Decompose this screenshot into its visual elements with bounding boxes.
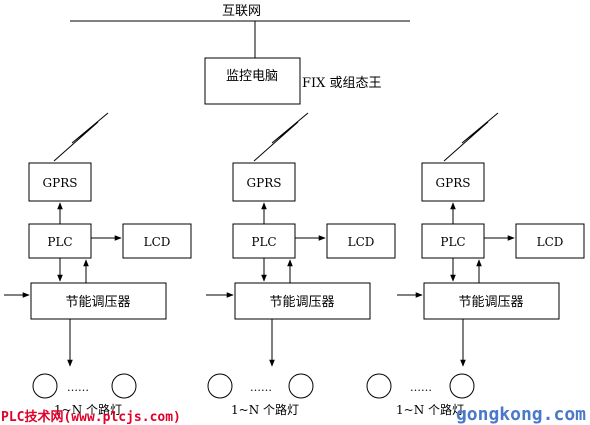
watermark-left: PLC技术网(www.plcjs.com) bbox=[1, 409, 181, 425]
gprs-label: GPRS bbox=[43, 176, 78, 190]
lamp-count-label: 1~N 个路灯 bbox=[231, 402, 299, 417]
software-note: FIX 或组态王 bbox=[302, 76, 382, 91]
internet-label: 互联网 bbox=[222, 4, 261, 19]
plc-label: PLC bbox=[47, 235, 72, 249]
regulator-label: 节能调压器 bbox=[65, 295, 130, 310]
monitor-pc-box bbox=[204, 57, 301, 105]
gprs-label: GPRS bbox=[247, 176, 282, 190]
lcd-label: LCD bbox=[348, 235, 375, 249]
station-3: GPRS PLC LCD 节能调压器 …… 1~N 个路灯 bbox=[366, 112, 585, 417]
lamp-ellipsis: …… bbox=[67, 381, 89, 394]
lcd-box bbox=[515, 223, 585, 259]
lamp-ellipsis: …… bbox=[250, 381, 272, 394]
street-lamp-icon bbox=[207, 373, 233, 399]
street-lamp-icon bbox=[449, 373, 475, 399]
gprs-box bbox=[421, 162, 485, 202]
watermark-right: gongkong.com bbox=[456, 404, 586, 425]
plc-label: PLC bbox=[440, 235, 465, 249]
wireless-signal-icon bbox=[53, 112, 109, 162]
lcd-label: LCD bbox=[537, 235, 564, 249]
station-1: GPRS PLC LCD 节能调压器 …… 1~N 个路灯 bbox=[4, 112, 192, 417]
plc-label: PLC bbox=[251, 235, 276, 249]
gprs-label: GPRS bbox=[436, 176, 471, 190]
monitor-pc-label: 监控电脑 bbox=[226, 69, 278, 84]
regulator-box bbox=[30, 282, 167, 320]
lamp-count-label: 1~N 个路灯 bbox=[54, 402, 122, 417]
regulator-label: 节能调压器 bbox=[458, 295, 523, 310]
lcd-box bbox=[122, 223, 192, 259]
plc-box bbox=[28, 223, 92, 259]
lcd-label: LCD bbox=[144, 235, 171, 249]
street-lamp-icon bbox=[288, 373, 314, 399]
regulator-box bbox=[234, 282, 371, 320]
gprs-box bbox=[232, 162, 296, 202]
station-2: GPRS PLC LCD 节能调压器 …… 1~N 个路灯 bbox=[206, 112, 396, 417]
street-lamp-icon bbox=[32, 373, 58, 399]
regulator-label: 节能调压器 bbox=[269, 295, 334, 310]
wireless-signal-icon bbox=[253, 112, 309, 162]
street-lamp-icon bbox=[366, 373, 392, 399]
lcd-box bbox=[326, 223, 396, 259]
regulator-box bbox=[423, 282, 560, 320]
street-lamp-icon bbox=[111, 373, 137, 399]
lamp-ellipsis: …… bbox=[410, 381, 432, 394]
wireless-signal-icon bbox=[443, 112, 499, 162]
gprs-box bbox=[28, 162, 92, 202]
lamp-count-label: 1~N 个路灯 bbox=[396, 402, 464, 417]
